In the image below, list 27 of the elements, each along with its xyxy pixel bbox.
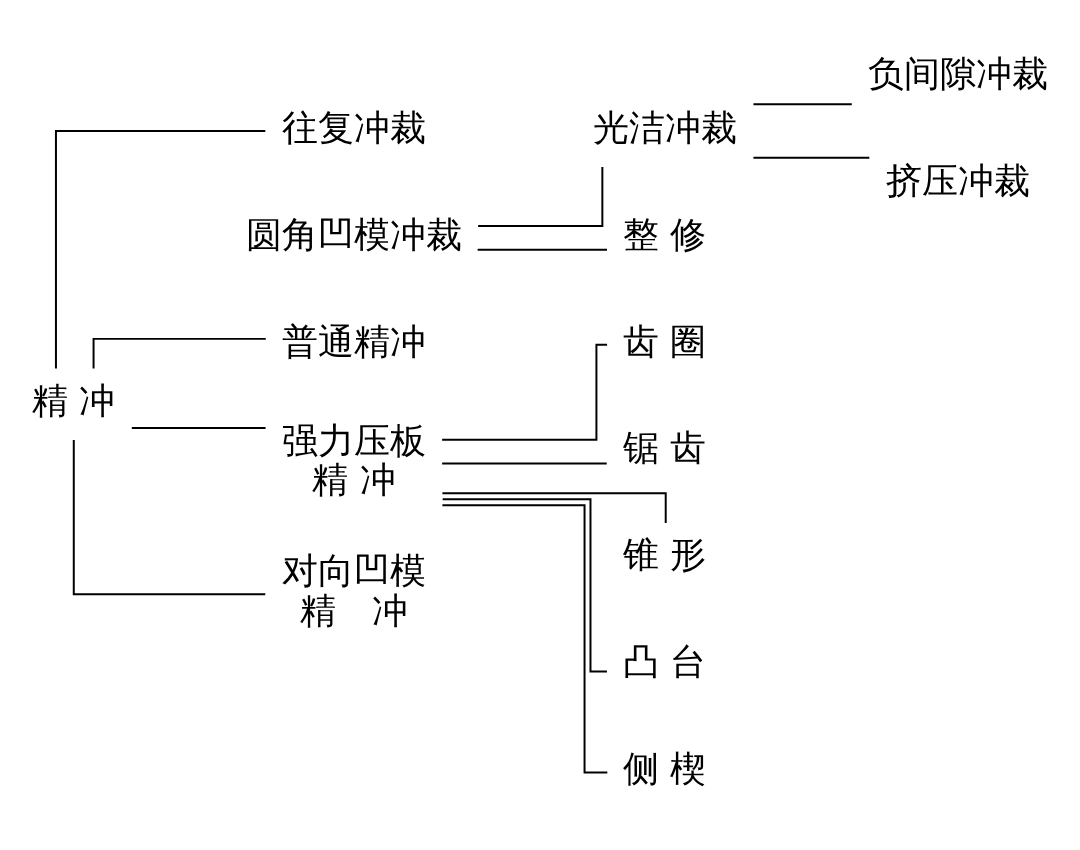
connector <box>477 165 604 228</box>
node-text: 普通精冲 <box>281 320 426 362</box>
node-text: 光洁冲裁 <box>592 106 737 148</box>
node-text: 凸 台 <box>623 641 707 683</box>
node-text: 挤压冲裁 <box>885 160 1030 202</box>
node-text: 负间隙冲裁 <box>867 53 1048 95</box>
connector <box>441 462 608 465</box>
node-text: 圆角凹模冲裁 <box>245 213 462 255</box>
node-text: 侧 楔 <box>623 748 707 790</box>
node-text: 精 冲 <box>32 379 116 421</box>
node-text: 锥 形 <box>623 534 707 576</box>
connector <box>441 498 608 673</box>
connector <box>72 439 267 596</box>
connector <box>752 156 871 159</box>
node-text: 对向凹模 精 冲 <box>281 550 426 631</box>
connector <box>441 504 609 774</box>
connector <box>752 103 853 106</box>
node-text: 往复冲裁 <box>281 106 426 148</box>
connector <box>54 130 267 370</box>
node-text: 锯 齿 <box>623 427 707 469</box>
connector <box>441 492 667 524</box>
node-text: 齿 圈 <box>623 320 707 362</box>
connector <box>92 337 267 370</box>
node-text: 强力压板 精 冲 <box>281 419 426 501</box>
node-text: 整 修 <box>623 213 707 255</box>
connector <box>476 248 608 251</box>
connector <box>130 427 267 429</box>
